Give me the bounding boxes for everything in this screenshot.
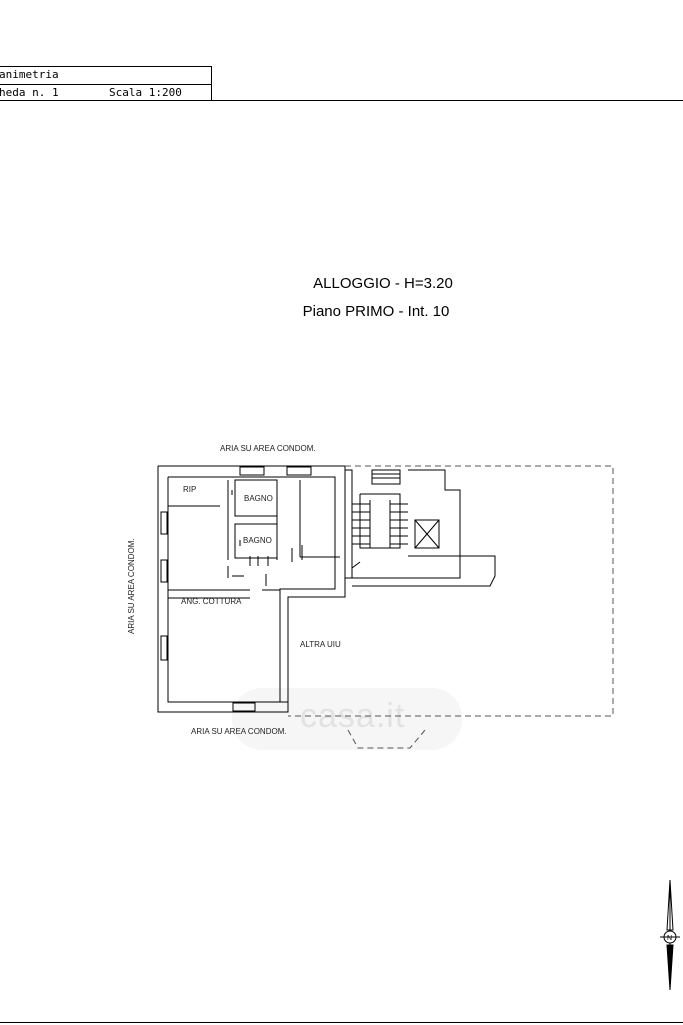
label-left-area: ARIA SU AREA CONDOM. [127,538,136,634]
elevator-cross [414,519,440,549]
bottom-rule [0,1022,683,1023]
label-top-area: ARIA SU AREA CONDOM. [220,444,316,453]
label-rip: RIP [183,485,196,494]
label-altra-uiu: ALTRA UIU [300,640,341,649]
window [160,635,168,661]
stair-wall [345,469,353,579]
north-arrow-icon: N [660,879,680,991]
header-rule [212,100,683,101]
stair-wall [352,469,461,579]
header-row: animetria [0,67,211,85]
label-bagno-2: BAGNO [243,536,272,545]
window [239,466,265,476]
stair-wall [352,555,496,587]
plan-subtitle: Piano PRIMO - Int. 10 [302,303,450,320]
header-box: animetria heda n. 1 Scala 1:200 [0,66,212,101]
wall [351,561,361,569]
stair-landing [371,469,401,485]
header-scheda: heda n. 1 [0,86,59,99]
window [286,466,312,476]
label-bagno-1: BAGNO [244,494,273,503]
svg-text:N: N [667,935,672,942]
watermark-background [232,688,462,750]
header-title: animetria [0,68,59,81]
plan-title: ALLOGGIO - H=3.20 [313,275,453,292]
label-bottom-area: ARIA SU AREA CONDOM. [191,727,287,736]
window [160,511,168,535]
elevator [414,519,440,549]
header-scala: Scala 1:200 [109,86,182,99]
condominium-boundary [347,729,426,749]
stair-outline [359,493,401,549]
outer-wall-inner [167,476,336,703]
condominium-boundary [288,465,614,717]
window [232,702,256,712]
window [160,559,168,583]
label-cottura: ANG. COTTURA [181,597,242,606]
